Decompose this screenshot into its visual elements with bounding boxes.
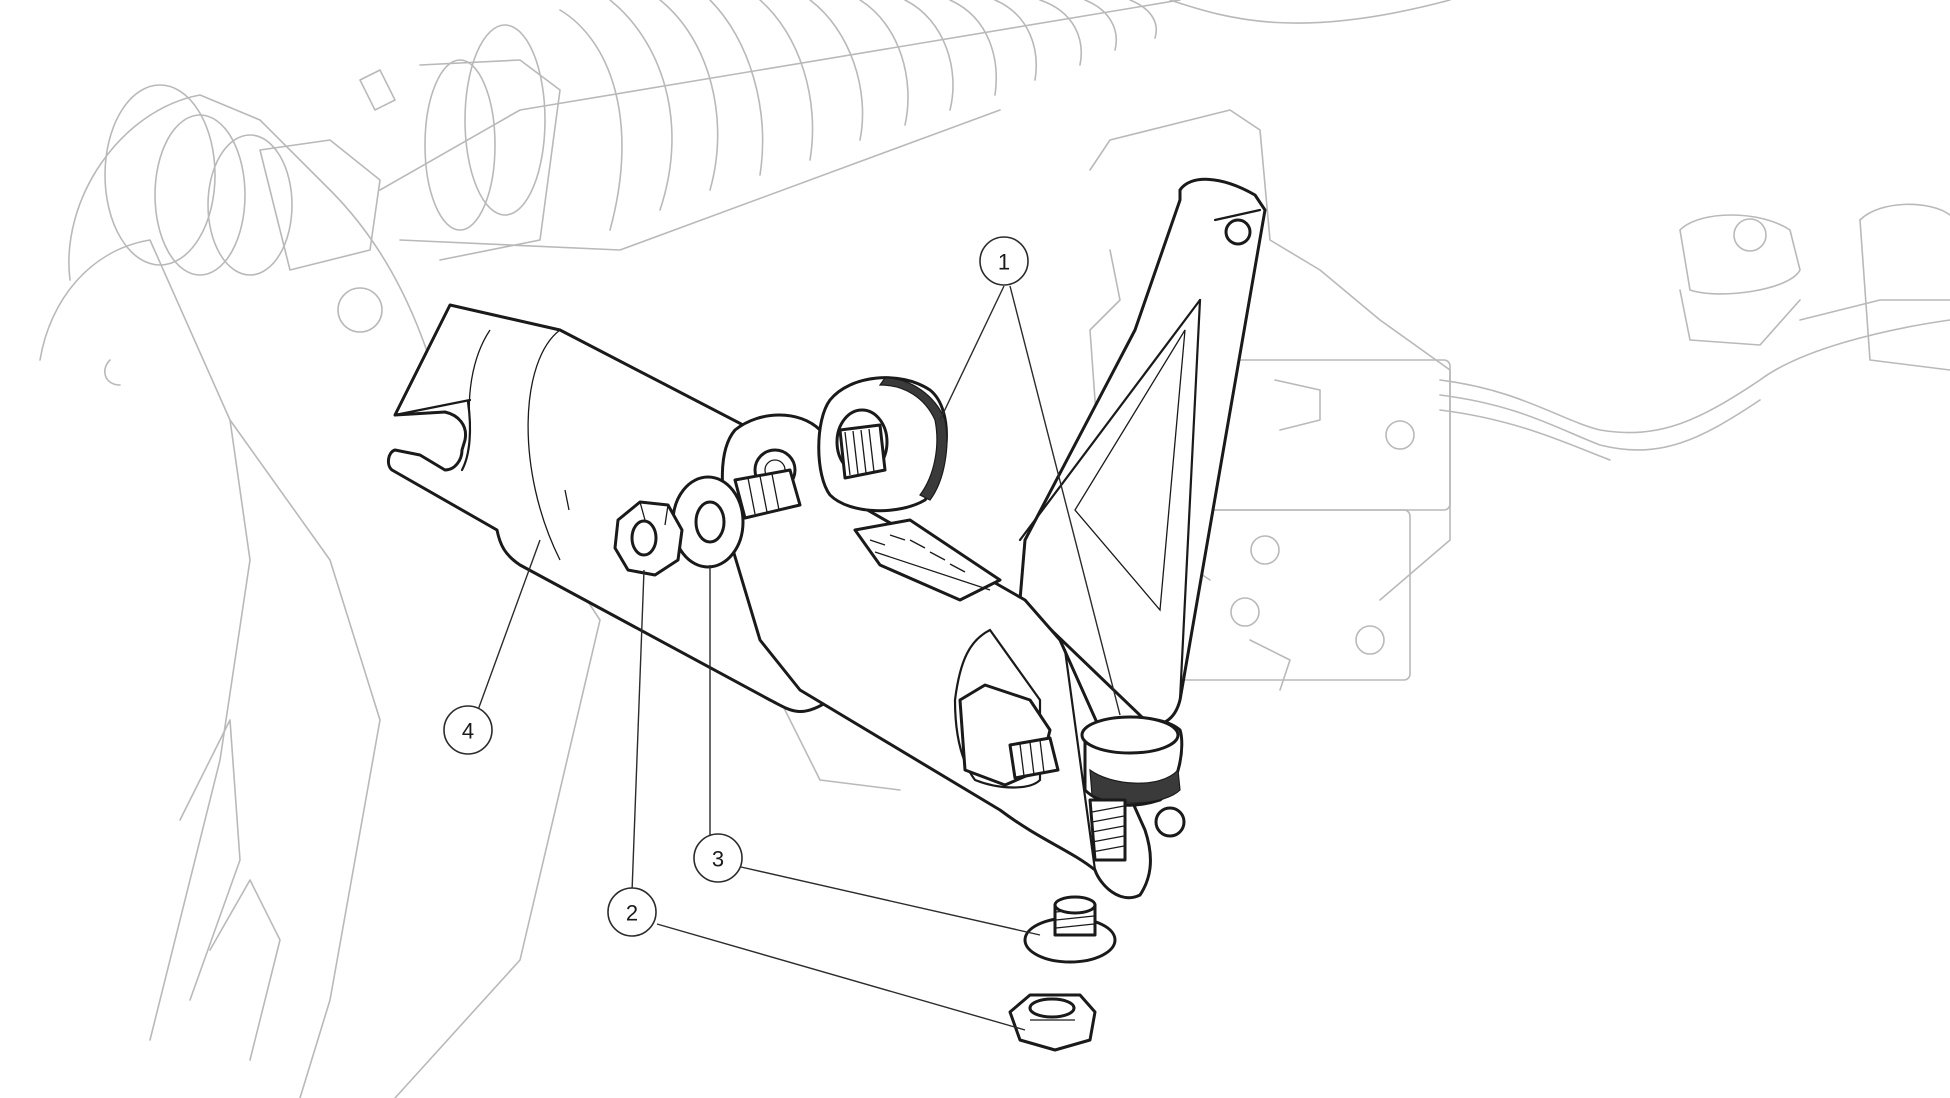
part-2-nut-lower: [1008, 993, 1097, 1052]
part-2-nut-upper: [613, 500, 684, 577]
part-1-thumb-screw-lower: [1080, 715, 1184, 862]
main-bracket: [720, 177, 1267, 900]
callout-1: 1: [979, 236, 1029, 286]
leader-2b: [656, 923, 1026, 1031]
leader-2a: [631, 569, 645, 893]
callout-2-label: 2: [626, 901, 638, 926]
part-1-thumb-screw-upper: [817, 376, 948, 513]
callout-4-label: 4: [462, 719, 474, 744]
callout-4: 4: [443, 705, 493, 755]
screw-stub-upper: [733, 468, 802, 520]
leader-1a: [939, 285, 1005, 421]
leader-1b: [1009, 285, 1121, 716]
leader-3b: [740, 866, 1041, 936]
callout-1-label: 1: [998, 250, 1010, 275]
callout-3-label: 3: [712, 847, 724, 872]
part-3-washer-lower: [1023, 895, 1117, 964]
leader-lines: [477, 285, 1121, 1031]
callout-3: 3: [693, 833, 743, 883]
callout-2: 2: [607, 887, 657, 937]
leader-4: [477, 539, 541, 711]
background-assembly: [39, 0, 1950, 1098]
part-3-washer-upper: [671, 475, 745, 569]
part-4-sleeve: [386, 303, 832, 714]
